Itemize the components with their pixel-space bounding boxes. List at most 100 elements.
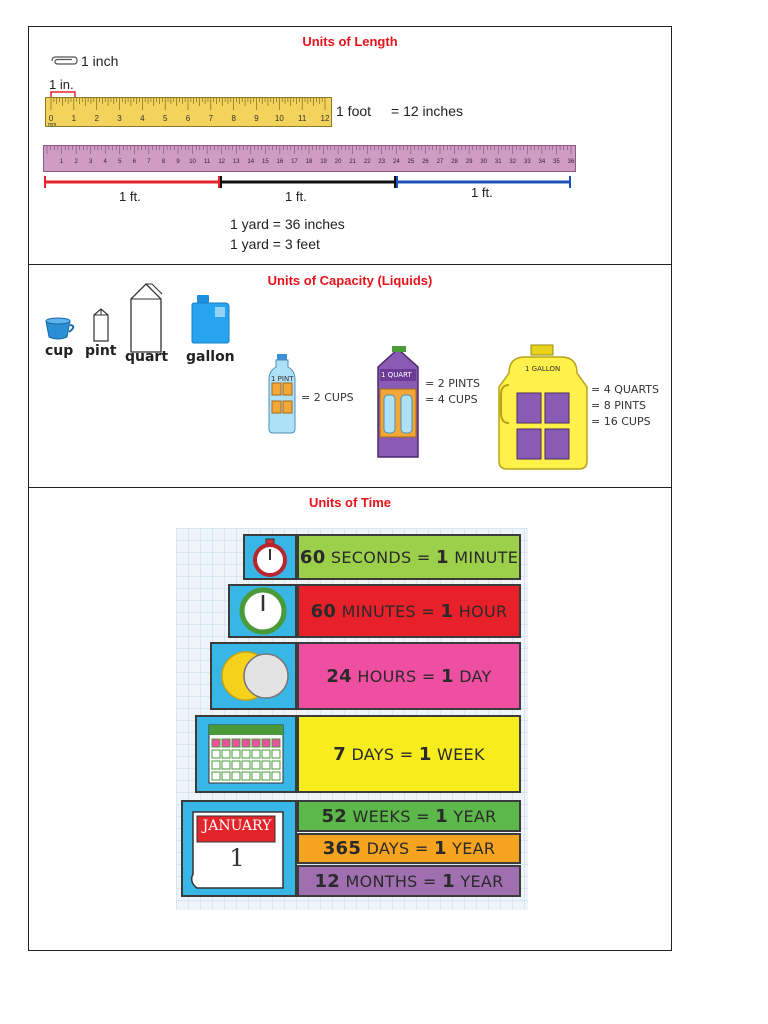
yardstick-number: 1 xyxy=(60,159,64,165)
time-row-number-2: 1 xyxy=(418,743,432,765)
time-row-minutes: 60 MINUTES = 1 HOUR xyxy=(297,584,521,638)
sun-moon-box xyxy=(210,642,297,710)
yardstick-number: 9 xyxy=(176,159,180,165)
quart-carton-icon xyxy=(130,283,163,353)
time-row-equals: = xyxy=(421,601,436,621)
calendar-cell xyxy=(231,749,241,759)
time-row-unit-2: YEAR xyxy=(452,839,496,858)
time-row-unit: MONTHS xyxy=(345,871,418,891)
calendar-cell xyxy=(221,749,231,759)
calendar-cell xyxy=(211,738,221,748)
calendar-cell xyxy=(271,771,281,781)
calendar-month: JANUARY xyxy=(202,818,272,834)
time-row-unit-2: DAY xyxy=(459,666,492,686)
time-row-number: 12 xyxy=(314,870,341,892)
yardstick-number: 11 xyxy=(204,159,211,165)
time-row-days-year: 365 DAYS = 1 YEAR xyxy=(297,833,521,864)
length-title: Units of Length xyxy=(302,34,398,49)
yardstick-number: 3 xyxy=(89,159,93,165)
quart-word: quart xyxy=(125,349,169,365)
time-row-seconds: 60 SECONDS = 1 MINUTE xyxy=(297,534,521,580)
calendar-cell xyxy=(271,738,281,748)
time-title: Units of Time xyxy=(308,495,392,510)
ruler-number: 7 xyxy=(209,114,214,123)
time-row-equals: = xyxy=(399,744,414,764)
calendar-cell xyxy=(231,760,241,770)
yardstick-number: 25 xyxy=(408,159,415,165)
time-row-unit: MINUTES xyxy=(341,601,416,621)
ruler-number: 4 xyxy=(140,114,145,123)
time-row-hours: 24 HOURS = 1 DAY xyxy=(297,642,521,710)
yardstick-number: 26 xyxy=(422,159,429,165)
time-row-unit: DAYS xyxy=(351,744,395,764)
ruler-number: 2 xyxy=(94,114,99,123)
calendar-cell xyxy=(211,771,221,781)
calendar-cell xyxy=(241,749,251,759)
gallon-jug-label: 1 GALLON xyxy=(525,365,561,373)
yard-equation-inches: 1 yard = 36 inches xyxy=(230,216,345,232)
calendar-page-icon xyxy=(190,811,284,889)
calendar-cell xyxy=(221,738,231,748)
time-row-number: 7 xyxy=(333,743,347,765)
one-inch-bracket xyxy=(50,91,76,99)
quart-carton-label: 1 QUART xyxy=(381,371,412,379)
time-row-number: 60 xyxy=(299,546,326,568)
gallon-word: gallon xyxy=(186,349,235,365)
yardstick-number: 28 xyxy=(451,159,458,165)
calendar-cell xyxy=(261,749,271,759)
yardstick-number: 2 xyxy=(74,159,78,165)
calendar-grid-box xyxy=(195,715,297,793)
time-row-equals: = xyxy=(416,806,430,826)
gallon-equation-quarts: = 4 QUARTS xyxy=(591,383,659,396)
quart-carton-illustration xyxy=(377,346,419,458)
capacity-section: Units of Capacity (Liquids) cup pint qua… xyxy=(28,264,672,488)
ruler-number: 5 xyxy=(163,114,168,123)
pint-bottle-icon xyxy=(268,354,296,434)
time-section: Units of Time JANUARY 1 xyxy=(28,487,672,951)
calendar-page-box: JANUARY 1 xyxy=(181,800,297,897)
paperclip-icon xyxy=(51,56,78,65)
yardstick-number: 20 xyxy=(335,159,342,165)
gallon-jug-illustration xyxy=(498,344,588,470)
calendar-cell xyxy=(241,738,251,748)
time-row-unit: DAYS xyxy=(366,839,410,858)
yardstick-number: 35 xyxy=(553,159,560,165)
yardstick-number: 18 xyxy=(306,159,313,165)
ruler-number: 11 xyxy=(298,114,307,123)
sun-moon-icon xyxy=(221,651,289,701)
cup-icon xyxy=(45,317,75,340)
yardstick-number: 22 xyxy=(364,159,371,165)
yardstick-number: 21 xyxy=(349,159,356,165)
pint-carton-icon xyxy=(93,308,109,342)
one-inch-label: 1 in. xyxy=(49,77,74,92)
cup-word: cup xyxy=(45,343,74,359)
yardstick-number: 23 xyxy=(378,159,385,165)
gallon-equation-cups: = 16 CUPS xyxy=(591,415,651,428)
time-row-number-2: 1 xyxy=(436,546,449,568)
paperclip-label: 1 inch xyxy=(81,53,119,69)
stopwatch-icon xyxy=(253,538,287,577)
time-row-unit-2: HOUR xyxy=(458,601,508,621)
time-row-unit-2: YEAR xyxy=(460,871,504,891)
foot-label-2: 1 ft. xyxy=(285,189,307,204)
yardstick-number: 15 xyxy=(262,159,269,165)
yardstick-number: 31 xyxy=(495,159,502,165)
yardstick-number: 4 xyxy=(104,159,108,165)
yardstick-number: 8 xyxy=(162,159,166,165)
time-row-unit-2: MINUTE xyxy=(454,547,519,567)
yardstick-number: 29 xyxy=(466,159,473,165)
ruler-number: 9 xyxy=(254,114,259,123)
ruler-number: 12 xyxy=(321,114,330,123)
calendar-cell xyxy=(261,771,271,781)
stopwatch-box xyxy=(243,534,297,580)
calendar-cell xyxy=(211,749,221,759)
yardstick-number: 32 xyxy=(509,159,516,165)
time-row-unit: HOURS xyxy=(357,666,417,686)
ruler-unit: mm xyxy=(48,122,56,127)
time-row-number-2: 1 xyxy=(435,805,448,827)
calendar-cell xyxy=(271,760,281,770)
ruler-number: 0 xyxy=(49,114,54,123)
calendar-cell xyxy=(241,760,251,770)
time-row-equals: = xyxy=(423,871,437,891)
